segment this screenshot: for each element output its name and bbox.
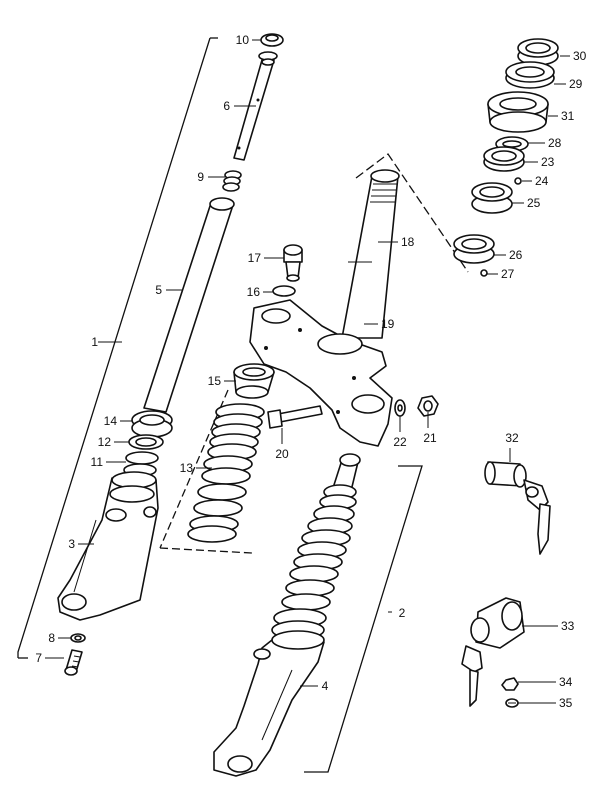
callout-5: 5 [155,283,162,297]
part-6-damper-rod [233,51,278,161]
steering-stem-bracket [355,153,469,273]
callout-11: 11 [91,455,104,469]
part-8-washer [70,633,86,643]
callout-29: 29 [569,77,583,91]
callout-10: 10 [236,33,250,47]
part-3-left-outer-tube [57,471,159,621]
callout-19: 19 [381,317,395,331]
part-10-cap-ring [260,33,284,47]
callout-31: 31 [561,109,575,123]
part-5-inner-tube [143,197,235,413]
part-13-fork-spring [187,403,265,543]
callout-35: 35 [559,696,573,710]
callout-1: 1 [91,335,98,349]
callout-32: 32 [505,431,519,445]
part-20-pinch-bolt [267,405,323,429]
callout-30: 30 [573,49,587,63]
callout-34: 34 [559,675,573,689]
part-23-bearing [483,146,525,172]
part-15-spring-spacer [233,363,275,399]
right-fork-group-bracket [304,465,423,773]
part-9-rebound-spring [222,170,242,192]
callout-18: 18 [401,235,415,249]
part-18-steering-stem [341,169,400,339]
callout-27: 27 [501,267,515,281]
callout-21: 21 [423,431,437,445]
part-16-o-ring [272,285,296,297]
callout-13: 13 [180,461,194,475]
callout-9: 9 [197,170,204,184]
callout-14: 14 [104,414,118,428]
part-14-dust-seal [131,410,173,438]
callout-6: 6 [223,99,230,113]
leader-lines [45,39,570,704]
callout-23: 23 [541,155,555,169]
part-29-washer [505,61,555,89]
part-32-steering-lock [484,461,551,555]
callout-8: 8 [48,631,55,645]
callout-12: 12 [98,435,112,449]
callout-7: 7 [35,651,42,665]
part-30-lock-nut [517,38,559,66]
part-21-nut [417,395,439,417]
part-27-ball [480,269,488,277]
callout-3: 3 [68,537,75,551]
part-19-lower-bracket [249,299,393,447]
part-12-oil-seal [128,434,164,450]
part-35-screw [505,698,519,708]
spring-group-bracket [159,389,253,554]
part-33-ignition-switch [461,597,525,707]
left-fork-group-bracket [17,37,218,659]
callout-4: 4 [322,679,329,693]
part-17-bolt [283,244,303,282]
callout-26: 26 [509,248,523,262]
callout-15: 15 [208,374,222,388]
callout-25: 25 [527,196,541,210]
part-24-ball [514,177,522,185]
callout-17: 17 [248,251,262,265]
callout-16: 16 [247,285,261,299]
callout-24: 24 [535,174,549,188]
part-31-dust-cover [487,91,549,133]
part-25-bearing-race [471,182,513,214]
callout-22: 22 [393,435,407,449]
part-7-bolt [64,649,83,676]
callout-20: 20 [275,447,289,461]
part-34-nut [501,677,519,691]
part-26-lower-race [453,234,495,264]
part-22-washer [394,399,406,417]
part-4-right-fork-leg [213,453,361,777]
callout-2: 2 [399,606,406,620]
callout-33: 33 [561,619,575,633]
callout-28: 28 [548,136,562,150]
callout-labels: 1 2 3 4 5 6 7 8 9 10 11 12 13 14 15 16 1… [35,33,586,710]
